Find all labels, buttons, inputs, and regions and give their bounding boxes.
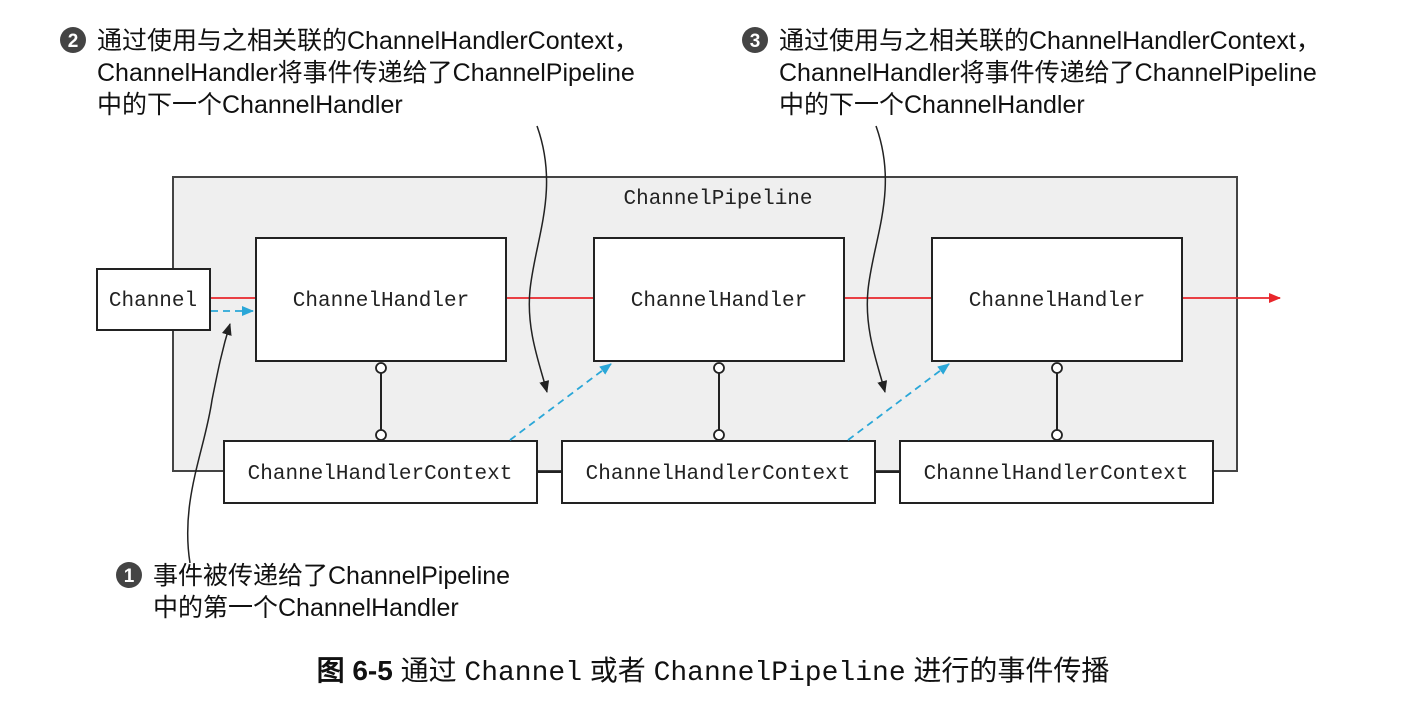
step1-line-2: 中的第一个ChannelHandler [153, 594, 459, 622]
handler-box-2 [593, 237, 845, 362]
handler-box-3 [931, 237, 1183, 362]
figure-caption: 图 6-5 通过 Channel 或者 ChannelPipeline 进行的事… [317, 655, 1110, 689]
context-label-1: ChannelHandlerContext [248, 463, 513, 486]
step2-line-1: 通过使用与之相关联的ChannelHandlerContext， [97, 27, 639, 55]
context-label-2: ChannelHandlerContext [586, 463, 851, 486]
caption-code-channel: Channel [464, 658, 582, 689]
pipeline-title: ChannelPipeline [623, 188, 812, 211]
step2-badge [60, 27, 86, 53]
step3-badge-number: 3 [750, 31, 761, 52]
handler-label-1: ChannelHandler [293, 290, 469, 313]
callout-curve-step1 [186, 323, 232, 564]
handler-label-2: ChannelHandler [631, 290, 807, 313]
step1-line-1: 事件被传递给了ChannelPipeline [153, 562, 510, 590]
step2-line-3: 中的下一个ChannelHandler [97, 91, 403, 119]
annotation-step2: 2 通过使用与之相关联的ChannelHandlerContext， Chann… [60, 27, 639, 119]
context-box-2 [561, 440, 876, 504]
channel-box [96, 268, 211, 331]
handler-context-connector-1 [375, 362, 387, 441]
handler-label-3: ChannelHandler [969, 290, 1145, 313]
caption-part2: 或者 [582, 655, 654, 686]
caption-figure-number: 图 6-5 [317, 655, 393, 686]
callout-curve-step3 [866, 125, 888, 393]
channel-label: Channel [109, 290, 197, 313]
handler-context-connector-2 [713, 362, 725, 441]
context-label-3: ChannelHandlerContext [924, 463, 1189, 486]
caption-part1: 通过 [401, 655, 465, 686]
annotation-step1: 1 事件被传递给了ChannelPipeline 中的第一个ChannelHan… [116, 562, 510, 622]
step2-line-2: ChannelHandler将事件传递给了ChannelPipeline [97, 59, 635, 87]
caption-code-pipeline: ChannelPipeline [654, 658, 906, 689]
caption-spacer [393, 655, 401, 686]
callout-curve-step2 [528, 125, 550, 393]
step3-line-3: 中的下一个ChannelHandler [779, 91, 1085, 119]
annotation-step3: 3 通过使用与之相关联的ChannelHandlerContext， Chann… [742, 27, 1321, 119]
context-to-handler-dashed-arrow-1 [509, 363, 612, 441]
step1-badge-number: 1 [124, 566, 135, 587]
context-box-3 [899, 440, 1214, 504]
step3-line-1: 通过使用与之相关联的ChannelHandlerContext， [779, 27, 1321, 55]
step3-badge [742, 27, 768, 53]
caption-part3: 进行的事件传播 [906, 655, 1110, 686]
step2-badge-number: 2 [68, 31, 79, 52]
step1-badge [116, 562, 142, 588]
handler-box-1 [255, 237, 507, 362]
step3-line-2: ChannelHandler将事件传递给了ChannelPipeline [779, 59, 1317, 87]
context-to-handler-dashed-arrow-2 [847, 363, 950, 441]
